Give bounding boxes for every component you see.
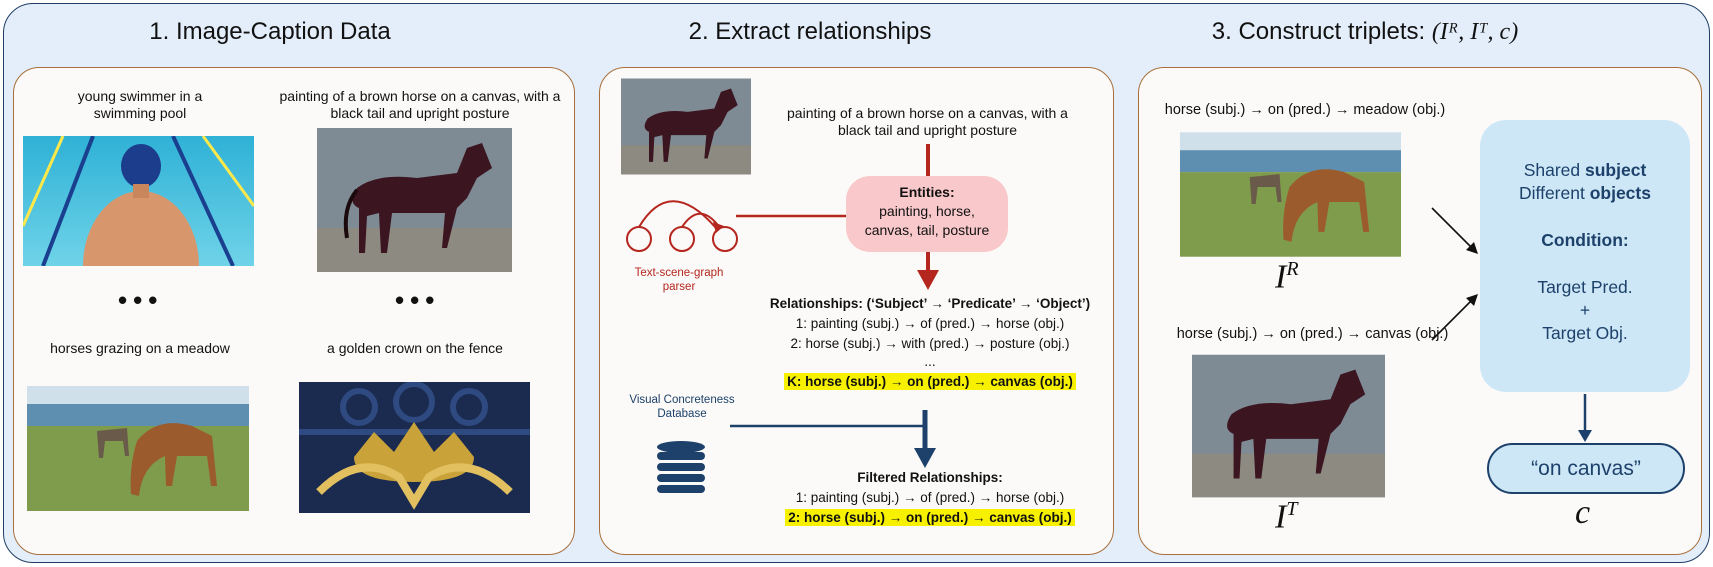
target-pred: Target Pred. xyxy=(1537,277,1633,297)
condition-pill: “on canvas” xyxy=(1487,443,1685,494)
reference-relationship: horse (subj.) → on (pred.) → meadow (obj… xyxy=(1164,102,1446,118)
panel3-title-math: (Iᴿ, Iᵀ, c) xyxy=(1431,19,1519,45)
filtered-block: Filtered Relationships: 1: painting (sub… xyxy=(760,470,1100,526)
label-condition: c xyxy=(1575,494,1591,531)
entities-text: painting, horse, canvas, tail, posture xyxy=(864,203,990,238)
relationship-ellipsis: ... xyxy=(924,354,936,369)
red-arrowhead xyxy=(917,270,939,290)
reference-image-meadow xyxy=(1180,132,1401,257)
vcd-label: Visual Concreteness Database xyxy=(629,394,735,420)
navy-arrowhead xyxy=(914,448,936,468)
horse-painting-image xyxy=(317,128,512,272)
relationship-1: 1: painting (subj.) → of (pred.) → horse… xyxy=(795,316,1065,331)
parser-label: Text-scene-graph parser xyxy=(634,267,724,293)
condition-title: Condition: xyxy=(1541,230,1629,250)
caption-painting: painting of a brown horse on a canvas, w… xyxy=(279,88,561,121)
label-ref-sup: R xyxy=(1286,258,1299,280)
panel3-title-text: 3. Construct triplets: xyxy=(1211,18,1432,45)
different-bold: objects xyxy=(1589,183,1651,203)
caption-swimmer: young swimmer in a swimming pool xyxy=(77,88,203,121)
horses-meadow-image xyxy=(27,386,249,511)
target-relationship: horse (subj.) → on (pred.) → canvas (obj… xyxy=(1176,326,1449,342)
target-obj: Target Obj. xyxy=(1542,323,1628,343)
target-image-painting xyxy=(1192,354,1385,498)
caption-horses: horses grazing on a meadow xyxy=(50,340,230,356)
shared-bold: subject xyxy=(1585,160,1647,180)
ellipsis-dots-left: ••• xyxy=(118,285,164,315)
parser-graph-icon xyxy=(626,200,738,252)
relationships-title: Relationships: (‘Subject’ → ‘Predicate’ … xyxy=(769,296,1091,311)
painting-thumbnail xyxy=(621,78,751,175)
plus-sign: + xyxy=(1579,300,1591,320)
shared-subject-line: Shared subject xyxy=(1480,160,1690,181)
label-reference-image: IR xyxy=(1275,258,1299,296)
filtered-1: 1: painting (subj.) → of (pred.) → horse… xyxy=(795,490,1065,505)
ellipsis-dots-right: ••• xyxy=(395,285,441,315)
condition-box: Shared subject Different objects Conditi… xyxy=(1480,120,1690,392)
relationship-2: 2: horse (subj.) → with (pred.) → postur… xyxy=(790,336,1070,351)
shared-prefix: Shared xyxy=(1523,160,1585,180)
panel3-title: 3. Construct triplets: (Iᴿ, Iᵀ, c) xyxy=(1120,18,1610,46)
relationship-k: K: horse (subj.) → on (pred.) → canvas (… xyxy=(784,373,1076,390)
relationships-block: Relationships: (‘Subject’ → ‘Predicate’ … xyxy=(740,296,1120,390)
label-tgt-base: I xyxy=(1275,498,1287,536)
golden-crown-image xyxy=(299,382,530,513)
different-objects-line: Different objects xyxy=(1480,183,1690,204)
label-ref-base: I xyxy=(1275,258,1287,296)
filtered-2: 2: horse (subj.) → on (pred.) → canvas (… xyxy=(785,509,1075,526)
panel2-title: 2. Extract relationships xyxy=(688,18,932,45)
swimmer-image xyxy=(23,136,254,266)
panel1-title: 1. Image-Caption Data xyxy=(149,18,391,45)
caption-crown: a golden crown on the fence xyxy=(327,340,503,356)
entities-box: Entities: painting, horse, canvas, tail,… xyxy=(846,176,1008,252)
different-prefix: Different xyxy=(1519,183,1590,203)
panel2-caption: painting of a brown horse on a canvas, w… xyxy=(787,105,1068,138)
filtered-title: Filtered Relationships: xyxy=(857,470,1003,485)
entities-title: Entities: xyxy=(899,184,955,200)
database-icon xyxy=(657,441,705,493)
label-tgt-sup: T xyxy=(1286,498,1298,520)
label-target-image: IT xyxy=(1275,498,1297,536)
